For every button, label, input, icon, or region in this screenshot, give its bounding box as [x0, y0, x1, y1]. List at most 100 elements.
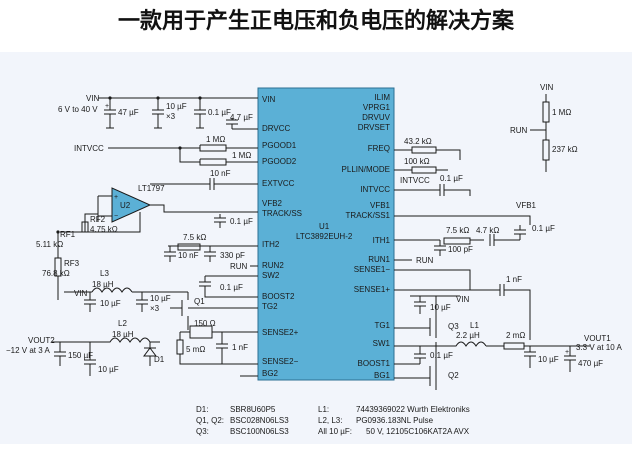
cap-330p-label: 330 pF: [220, 251, 245, 260]
cap-x3-b-label: ×3: [150, 304, 160, 313]
cap-01u-ss2-label: 0.1 µF: [230, 217, 253, 226]
rf2-value: 4.75 kΩ: [90, 225, 118, 234]
cap-01u-boost1-label: 0.1 µF: [430, 351, 453, 360]
cap-10u-vin2: [84, 292, 96, 312]
pin-track-ss: TRACK/SS: [262, 209, 302, 218]
pin-vin: VIN: [262, 95, 276, 104]
sense1-wire: [394, 269, 471, 290]
res-100k: [394, 166, 448, 174]
vout1-label: VOUT1: [584, 334, 611, 343]
cap-100p-label: 100 pF: [448, 245, 473, 254]
inductor-l3: [64, 287, 188, 293]
cap-x3-label: ×3: [166, 112, 176, 121]
cap-10u-out1-label: 10 µF: [538, 355, 559, 364]
vin2-label: VIN: [74, 289, 88, 298]
vin-divider: [542, 94, 550, 172]
cap-01u-intvcc: [394, 184, 471, 196]
cap-10u-out2-label: 10 µF: [98, 365, 119, 374]
pin-freq: FREQ: [368, 144, 390, 153]
res-150-label: 150 Ω: [194, 319, 216, 328]
cap-01u-boost1: [394, 346, 426, 365]
bom-part-2: BSC100N06LS3: [230, 427, 289, 436]
bom-part-3: 74439369022 Wurth Elektroniks: [356, 405, 470, 414]
cap-10u-x3-b-label: 10 µF: [150, 294, 171, 303]
pin-sense2n: SENSE2−: [262, 357, 299, 366]
res-150: [180, 325, 258, 339]
res-5m: [176, 332, 258, 365]
pin-bg2: BG2: [262, 369, 279, 378]
cap-470u-plus: +: [565, 349, 569, 356]
pin-vfb2: VFB2: [262, 199, 283, 208]
vout1-value: 3.3 V at 10 A: [576, 343, 622, 352]
res-100k-label: 100 kΩ: [404, 157, 430, 166]
cap-150u-label: 150 µF: [68, 351, 93, 360]
res-1m-b-label: 1 MΩ: [232, 151, 251, 160]
pin-bg1: BG1: [374, 371, 391, 380]
cap-01u-top-label: 0.1 µF: [208, 108, 231, 117]
cap-470u: [564, 346, 576, 372]
polarity-plus: +: [105, 103, 109, 110]
res-1m-pgood2: [179, 148, 258, 166]
intvcc-right-label: INTVCC: [400, 176, 430, 185]
opamp-ref: U2: [120, 201, 131, 210]
res-1m-pgood1: [108, 144, 258, 152]
opamp-output-wire: [150, 204, 258, 213]
pin-boost1: BOOST1: [358, 359, 391, 368]
res-75k-2-label: 7.5 kΩ: [183, 233, 206, 242]
junction: [178, 146, 182, 150]
bom-ref-1: Q1, Q2:: [196, 416, 224, 425]
pin-sense2p: SENSE2+: [262, 328, 299, 337]
rf2-label: RF2: [90, 215, 106, 224]
run1-net-label: RUN: [416, 256, 434, 265]
bom-ref-3: L1:: [318, 405, 329, 414]
res-75k-1-label: 7.5 kΩ: [446, 226, 469, 235]
pin-boost2: BOOST2: [262, 292, 295, 301]
q3-label: Q3: [448, 322, 459, 331]
opamp-plus: +: [114, 194, 118, 201]
res-2m-label: 2 mΩ: [506, 331, 525, 340]
mosfet-q1: [170, 292, 189, 330]
cap-10n-2-label: 10 nF: [178, 251, 199, 260]
cap-330p: [204, 246, 216, 262]
inductor-l2: [60, 337, 160, 343]
vin-top-label: VIN: [540, 83, 554, 92]
pin-sense1p: SENSE1+: [354, 285, 391, 294]
run-divider-label: RUN: [510, 126, 528, 135]
bom-part-1: BSC028N06LS3: [230, 416, 289, 425]
bom-ref-5: All 10 µF:: [318, 427, 352, 436]
q2-label: Q2: [448, 371, 459, 380]
opamp-minus: −: [114, 213, 118, 220]
pin-drvuv: DRVUV: [362, 113, 391, 122]
cap-150u: [54, 342, 66, 366]
bom-ref-4: L2, L3:: [318, 416, 342, 425]
res-43.2k: [394, 146, 461, 160]
l1-label: L1: [470, 321, 479, 330]
res-432k-label: 43.2 kΩ: [404, 137, 432, 146]
vout2-label: VOUT2: [28, 336, 55, 345]
res-47k-label: 4.7 kΩ: [476, 226, 499, 235]
rf1-wire: [60, 212, 141, 233]
pin-track-ss1: TRACK/SS1: [346, 211, 391, 220]
vout2-value: −12 V at 3 A: [6, 346, 50, 355]
pin-ilim: ILIM: [374, 93, 390, 102]
pin-ith1: ITH1: [373, 236, 391, 245]
diode-d1: [143, 342, 157, 366]
cap-01u-boost2: [199, 275, 258, 298]
cap-10u-x3-b: [136, 292, 148, 312]
cap-10u-out2: [84, 342, 96, 376]
cap-01u-intvcc-label: 0.1 µF: [440, 174, 463, 183]
l3-value: 18 µH: [92, 280, 114, 289]
res-237k-label: 237 kΩ: [552, 145, 578, 154]
d1-label: D1: [154, 355, 165, 364]
res-5m-label: 5 mΩ: [186, 345, 205, 354]
q1-label: Q1: [194, 297, 205, 306]
bom-part-4: PG0936.183NL Pulse: [356, 416, 434, 425]
bom-ref-2: Q3:: [196, 427, 209, 436]
cap-01u-boost2-label: 0.1 µF: [220, 283, 243, 292]
run2-net-label: RUN: [230, 262, 248, 271]
pin-pllin-mode: PLLIN/MODE: [342, 165, 390, 174]
pin-run2: RUN2: [262, 261, 284, 270]
bom-part-0: SBR8U60P5: [230, 405, 276, 414]
pin-sense1n: SENSE1−: [354, 265, 391, 274]
